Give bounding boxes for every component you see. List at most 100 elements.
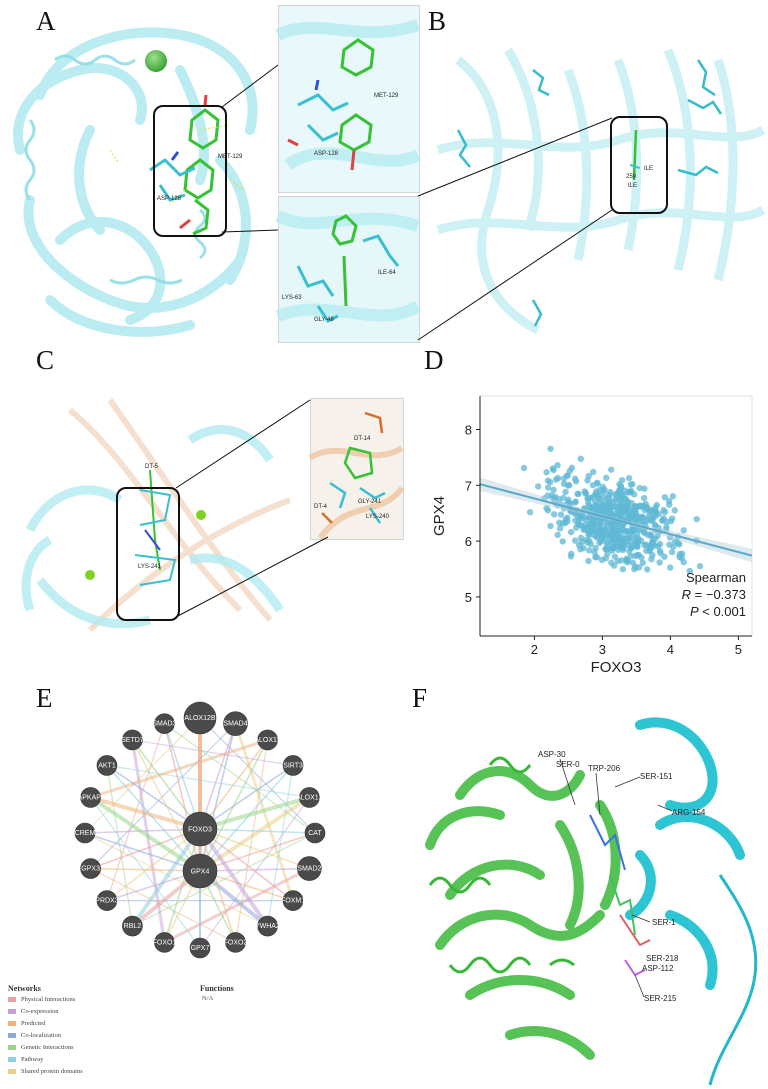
scatter-point — [554, 474, 562, 482]
label-b-res1: ILE — [644, 166, 653, 172]
scatter-point — [592, 553, 599, 561]
fit-line — [479, 483, 753, 557]
scatter-point — [593, 479, 601, 487]
network-node-label: FOXO3 — [188, 826, 212, 833]
scatter-point — [666, 564, 674, 571]
scatter-point — [644, 506, 651, 513]
y-axis-label: GPX4 — [431, 496, 448, 536]
network-node[interactable]: ALOX15 — [254, 729, 281, 751]
panel-ab-connector-lines — [417, 117, 613, 341]
network-node[interactable]: CREM — [75, 822, 96, 844]
network-node-label: AKT1 — [98, 762, 116, 769]
network-node[interactable]: SMAD3 — [152, 713, 177, 734]
network-edge — [89, 795, 202, 873]
network-node[interactable]: FOXO3 — [182, 811, 218, 847]
panel-a-zoom-box — [153, 105, 227, 237]
network-node[interactable]: CAT — [304, 822, 326, 844]
scatter-point — [596, 495, 603, 503]
network-node[interactable]: GPX4 — [182, 853, 218, 889]
network-node[interactable]: FOXO1 — [153, 932, 177, 953]
network-node-label: SMAD4 — [223, 721, 247, 728]
network-node[interactable]: ALOX12B — [183, 701, 217, 735]
scatter-point — [572, 498, 579, 505]
scatter-point — [599, 483, 607, 491]
scatter-point — [574, 520, 582, 528]
network-node[interactable]: ALOX12 — [296, 787, 323, 808]
scatter-point — [656, 559, 663, 566]
scatter-point — [680, 558, 687, 566]
network-edge — [198, 827, 270, 928]
scatter-point — [629, 480, 636, 488]
legend-label: Pathway — [21, 1056, 44, 1063]
annotation-p: P < 0.001 — [690, 604, 746, 619]
y-tick-label: 8 — [465, 422, 472, 437]
legend-swatch — [8, 1021, 16, 1026]
label-gly48: GLY-48 — [314, 317, 334, 323]
scatter-point — [547, 522, 554, 530]
scatter-point — [619, 565, 627, 573]
network-edge — [106, 764, 201, 872]
scatter-point — [631, 565, 638, 573]
scatter-point — [544, 484, 552, 491]
network-edge — [131, 739, 201, 830]
panel-letter-c: C — [36, 345, 55, 375]
network-node[interactable]: AKT1 — [96, 755, 118, 776]
panel-c-zoom-structure: DT-14 GLY-241 DT-4 LYS-240 — [308, 411, 405, 540]
scatter-point — [585, 557, 592, 565]
network-node[interactable]: YWHAZ — [255, 915, 281, 937]
scatter-point — [660, 515, 667, 522]
network-node[interactable]: GPX3 — [80, 858, 101, 879]
scatter-point — [596, 503, 603, 510]
scatter-point — [566, 467, 574, 475]
network-node-label: FOXM1 — [281, 898, 305, 905]
scatter-point — [626, 548, 633, 555]
scatter-point — [686, 567, 693, 575]
scatter-points — [520, 445, 704, 575]
network-node[interactable]: FOXM1 — [281, 890, 305, 911]
scatter-point — [627, 488, 635, 496]
scatter-point — [559, 538, 566, 545]
scatter-point — [598, 556, 606, 564]
label-c-lys241-main: LYS-241 — [138, 564, 162, 570]
scatter-point — [603, 474, 610, 482]
scatter-point — [634, 543, 641, 551]
scatter-point — [562, 488, 569, 496]
scatter-point — [560, 480, 568, 487]
network-edge — [199, 795, 310, 831]
legend-row: Genetic Interactions — [8, 1044, 74, 1051]
scatter-point — [624, 559, 631, 566]
scatter-point — [586, 547, 593, 554]
label-f-ser218: SER-218 — [646, 954, 679, 963]
network-edge — [199, 867, 310, 872]
network-edge — [199, 764, 294, 830]
label-f-ser0: SER-0 — [556, 760, 580, 769]
scatter-point — [633, 516, 640, 524]
scatter-point — [680, 527, 687, 534]
label-f-trp206: TRP-206 — [588, 764, 621, 773]
scatter-point — [585, 531, 593, 539]
network-node[interactable]: SMAD2 — [297, 856, 322, 881]
legend-swatch — [8, 1045, 16, 1050]
network-node[interactable]: GPX7 — [189, 937, 211, 959]
scatter-point — [696, 563, 704, 570]
panel-a-zoom-top-structure: MET-129 ASP-128 — [275, 19, 421, 171]
network-node[interactable]: PRDX3 — [95, 890, 119, 911]
scatter-point — [669, 493, 677, 500]
network-node[interactable]: SMAD4 — [223, 711, 248, 736]
legend-swatch — [8, 1009, 16, 1014]
network-node[interactable]: SIRT3 — [282, 755, 304, 776]
scatter-point — [603, 545, 610, 552]
scatter-point — [643, 517, 650, 524]
network-node[interactable]: SETD7 — [121, 729, 144, 751]
label-b-res3: ILE — [628, 183, 637, 189]
scatter-point — [641, 485, 648, 492]
network-node[interactable]: RBL2 — [122, 915, 143, 937]
network-edge — [199, 717, 316, 834]
network-node[interactable]: MAPKAPK5 — [72, 787, 110, 808]
network-edge — [90, 797, 201, 949]
scatter-point — [636, 484, 643, 492]
legend-label: Physical Interactions — [21, 996, 76, 1003]
network-node[interactable]: FOXO2 — [224, 932, 248, 953]
x-tick-label: 2 — [531, 642, 538, 657]
panel-letter-b: B — [428, 6, 447, 36]
